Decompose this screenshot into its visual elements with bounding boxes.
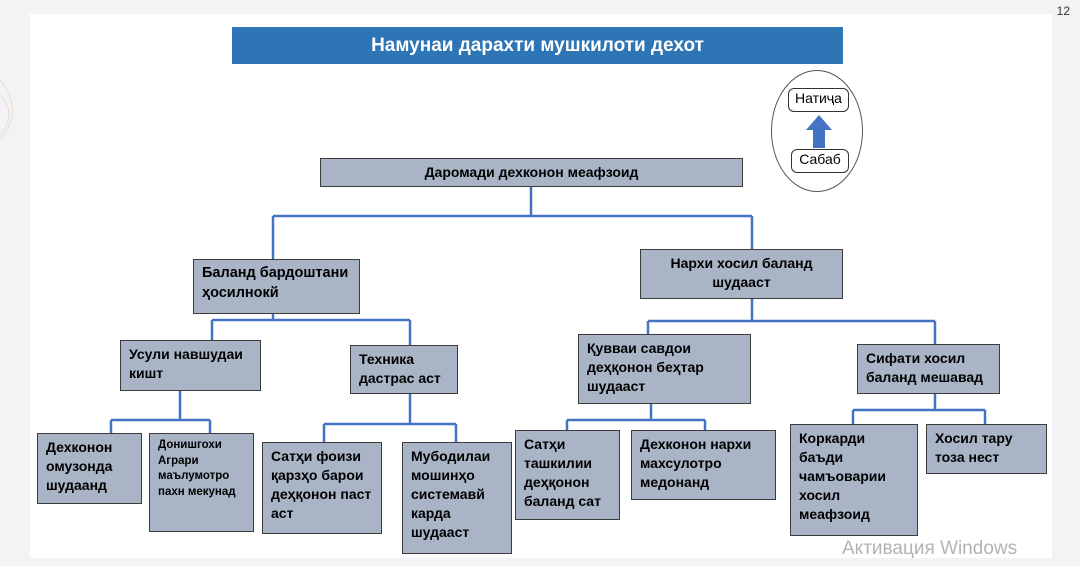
node-higher-yield: Баланд бардоштани ҳосилнокй bbox=[193, 259, 360, 314]
leaf-farmers-trained: Дехконон омузонда шудаанд bbox=[37, 433, 142, 504]
activation-watermark: Активация Windows bbox=[842, 538, 1018, 559]
root-node: Даромади дехконон меафзоид bbox=[320, 158, 743, 187]
leaf-not-fresh: Хосил тару тоза нест bbox=[926, 424, 1047, 474]
page-number: 12 bbox=[1056, 4, 1070, 18]
leaf-organization-level: Сатҳи ташкилии деҳқонон баланд сат bbox=[515, 430, 620, 520]
leaf-low-interest: Сатҳи фоизи қарзҳо барои деҳқонон паст а… bbox=[262, 442, 382, 534]
node-quality: Сифати хосил баланд мешавад bbox=[857, 344, 1000, 394]
corner-decoration bbox=[0, 79, 13, 141]
node-new-methods: Усули навшудаи кишт bbox=[120, 340, 261, 391]
arrow-up-icon bbox=[806, 115, 832, 148]
leaf-know-prices: Дехконон нархи махсулотро медонанд bbox=[631, 430, 776, 500]
slide-title: Намунаи дарахти мушкилоти дехот bbox=[232, 27, 843, 64]
node-price-increased: Нархи хосил баланд шудааст bbox=[640, 249, 843, 299]
node-machinery: Техника дастрас аст bbox=[350, 345, 458, 394]
leaf-post-harvest: Коркарди баъди чамъоварии хосил меафзоид bbox=[790, 424, 918, 536]
legend-cause: Сабаб bbox=[791, 149, 849, 173]
leaf-agrarian-university: Донишгохи Аграри маълумотро пахн мекунад bbox=[149, 433, 254, 532]
leaf-machine-exchange: Мубодилаи мошинҳо системавй карда шудаас… bbox=[402, 442, 512, 554]
node-trade-power: Қувваи савдои деҳқонон беҳтар шудааст bbox=[578, 334, 751, 404]
legend-result: Натиҷа bbox=[788, 88, 849, 112]
